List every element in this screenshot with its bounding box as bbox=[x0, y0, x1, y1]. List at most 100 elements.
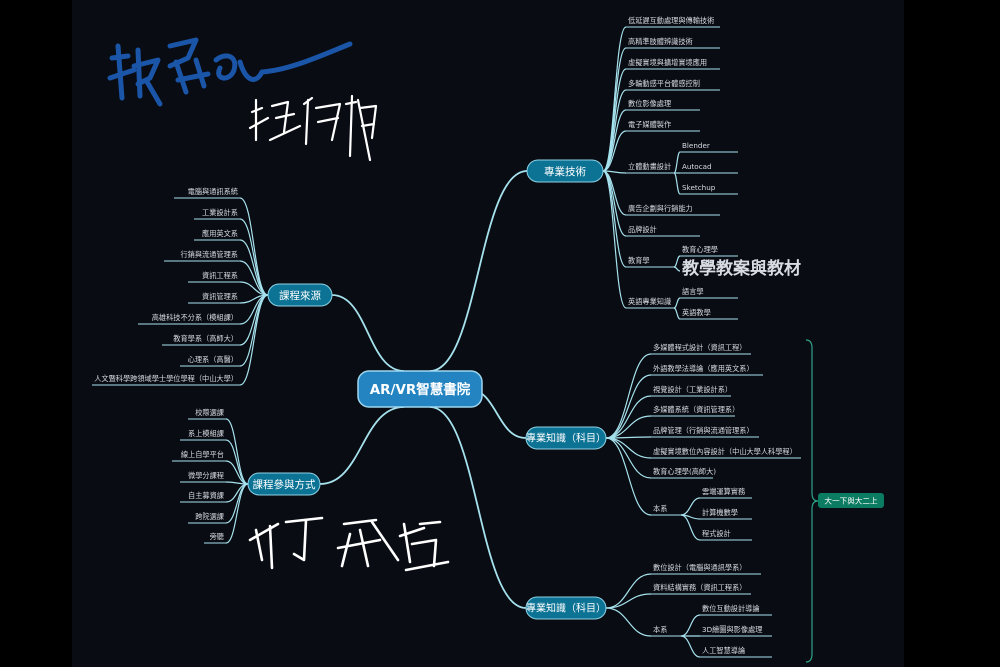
bracket-badge: 大一下與大二上 bbox=[818, 493, 884, 508]
white-handwriting-bottom-stroke-1 bbox=[284, 516, 324, 562]
blue-signature-stroke-4 bbox=[259, 41, 353, 75]
source-item-7: 教育學系（高師大） bbox=[173, 334, 238, 343]
branch-source-label: 課程來源 bbox=[279, 289, 321, 302]
tech-edge bbox=[602, 170, 627, 309]
source-item-8: 心理系（高醫） bbox=[188, 355, 238, 364]
knowledge1-item-1: 外語教學法導論（應用英文系） bbox=[653, 364, 754, 373]
participation-edge bbox=[225, 439, 249, 485]
tech-item-5: 電子媒體製作 bbox=[628, 120, 671, 129]
source-item-3: 行銷與流通管理系 bbox=[180, 250, 238, 259]
participation-edge bbox=[225, 460, 249, 485]
handwritten-teaching-materials: 教學教案與教材 bbox=[681, 258, 801, 279]
center-to-source-edge bbox=[331, 294, 405, 372]
tech-sub-edge bbox=[673, 307, 681, 320]
tech-edge bbox=[602, 68, 627, 172]
knowledge1-subitem-2: 程式設計 bbox=[702, 529, 731, 538]
tech-subitem-9-0: 教育心理學 bbox=[682, 245, 718, 254]
branch-participation-shape bbox=[247, 472, 321, 496]
source-edge bbox=[239, 218, 269, 296]
source-item-9: 人文暨科學跨領域學士學位學程（中山大學） bbox=[94, 374, 238, 383]
branch-source-shape bbox=[267, 283, 333, 307]
tech-item-6: 立體動畫設計 bbox=[628, 162, 671, 171]
source-edge bbox=[239, 294, 269, 386]
knowledge2-sub-edge bbox=[680, 635, 701, 658]
knowledge1-subitem-0: 雲端運算實務 bbox=[702, 487, 746, 496]
white-handwriting-bottom-stroke-0 bbox=[248, 522, 280, 570]
blue-signature-stroke-0 bbox=[107, 43, 137, 101]
source-edge bbox=[239, 260, 269, 296]
branch-knowledge1-shape bbox=[525, 426, 607, 450]
branch-knowledge2-label: 專業知識（科目） bbox=[526, 602, 606, 615]
knowledge1-item-4: 品牌管理（行銷與流通管理系） bbox=[653, 426, 754, 435]
knowledge1-item-7: 本系 bbox=[653, 504, 667, 513]
blue-signature-stroke-2 bbox=[167, 37, 211, 95]
knowledge1-edge bbox=[605, 353, 652, 439]
tech-subitem-6-1: Autocad bbox=[682, 162, 712, 171]
tech-item-9: 教育學 bbox=[628, 256, 650, 265]
participation-edge bbox=[225, 483, 249, 544]
center-to-tech-edge bbox=[429, 170, 528, 372]
branch-participation-label: 課程參與方式 bbox=[253, 478, 316, 491]
knowledge1-sub-edge bbox=[680, 514, 701, 541]
knowledge1-item-5: 虛擬實境數位內容設計（中山大學人科學程） bbox=[653, 447, 797, 456]
year-bracket bbox=[805, 339, 819, 663]
center-to-participation-edge bbox=[319, 406, 405, 485]
tech-sub-edge bbox=[673, 151, 681, 174]
tech-item-0: 低延遲互動處理與傳輸技術 bbox=[628, 16, 714, 25]
participation-item-2: 線上自學平台 bbox=[181, 450, 224, 459]
branch-knowledge2-shape bbox=[525, 596, 607, 620]
source-item-2: 應用英文系 bbox=[202, 229, 238, 238]
tech-item-10: 英語專業知識 bbox=[628, 297, 671, 306]
branch-tech[interactable]: 專業技術 bbox=[526, 159, 604, 183]
knowledge2-subitem-1: 3D繪圖與影像處理 bbox=[702, 625, 762, 634]
knowledge1-item-6: 教育心理學(高師大) bbox=[653, 467, 716, 476]
branch-knowledge2[interactable]: 專業知識（科目） bbox=[525, 596, 607, 620]
tech-sub-edge bbox=[673, 297, 681, 309]
participation-item-4: 自主募資課 bbox=[188, 491, 224, 500]
source-item-1: 工業設計系 bbox=[202, 208, 238, 217]
center-to-knowledge2-edge bbox=[429, 406, 527, 609]
knowledge2-subitem-0: 數位互動設計導論 bbox=[702, 604, 760, 613]
tech-item-8: 品牌設計 bbox=[628, 225, 657, 234]
knowledge1-edge bbox=[605, 374, 652, 439]
branch-tech-shape bbox=[526, 159, 604, 183]
tech-edge bbox=[602, 170, 627, 174]
source-item-4: 資訊工程系 bbox=[202, 271, 238, 280]
center-node-label: AR/VR智慧書院 bbox=[370, 381, 471, 398]
participation-item-6: 旁聽 bbox=[210, 532, 224, 541]
source-edge bbox=[239, 197, 269, 296]
knowledge1-edge bbox=[605, 437, 652, 516]
tech-subitem-10-0: 語言學 bbox=[682, 287, 704, 296]
branch-source[interactable]: 課程來源 bbox=[267, 283, 333, 307]
branch-tech-label: 專業技術 bbox=[544, 165, 586, 178]
tech-item-2: 虛擬實境與擴增實境應用 bbox=[628, 58, 707, 67]
tech-item-3: 多輪動感平台體感控制 bbox=[628, 79, 700, 88]
knowledge1-item-2: 視覺設計（工業設計系） bbox=[653, 385, 732, 394]
white-handwriting-top-stroke-2 bbox=[302, 96, 342, 146]
knowledge2-sub-edge bbox=[680, 614, 701, 637]
knowledge2-edge bbox=[605, 573, 652, 609]
tech-edge bbox=[602, 170, 627, 268]
knowledge1-subitem-1: 計算機數學 bbox=[702, 508, 738, 517]
knowledge2-item-1: 資料結構實務（資訊工程系） bbox=[653, 583, 746, 592]
participation-edge bbox=[225, 418, 249, 485]
tech-subitem-10-1: 英語教學 bbox=[682, 308, 711, 317]
white-handwriting-bottom-stroke-3 bbox=[398, 520, 450, 572]
knowledge2-item-2: 本系 bbox=[653, 625, 667, 634]
knowledge2-item-0: 數位設計（電腦與通訊學系） bbox=[653, 563, 746, 572]
branch-knowledge1-label: 專業知識（科目） bbox=[526, 432, 606, 445]
center-node[interactable]: AR/VR智慧書院 bbox=[357, 370, 483, 408]
source-item-5: 資訊管理系 bbox=[202, 292, 238, 301]
tech-sub-edge bbox=[673, 172, 681, 195]
bracket-badge-shape bbox=[818, 493, 884, 508]
tech-item-7: 廣告企劃與行銷能力 bbox=[628, 204, 693, 213]
tech-subitem-6-0: Blender bbox=[682, 141, 710, 150]
tech-sub-edge bbox=[673, 255, 681, 268]
center-node-shape bbox=[357, 370, 483, 408]
knowledge1-edge bbox=[605, 437, 652, 479]
bracket-badge-label: 大一下與大二上 bbox=[824, 496, 878, 506]
branch-participation[interactable]: 課程參與方式 bbox=[247, 472, 321, 496]
branch-knowledge1[interactable]: 專業知識（科目） bbox=[525, 426, 607, 450]
